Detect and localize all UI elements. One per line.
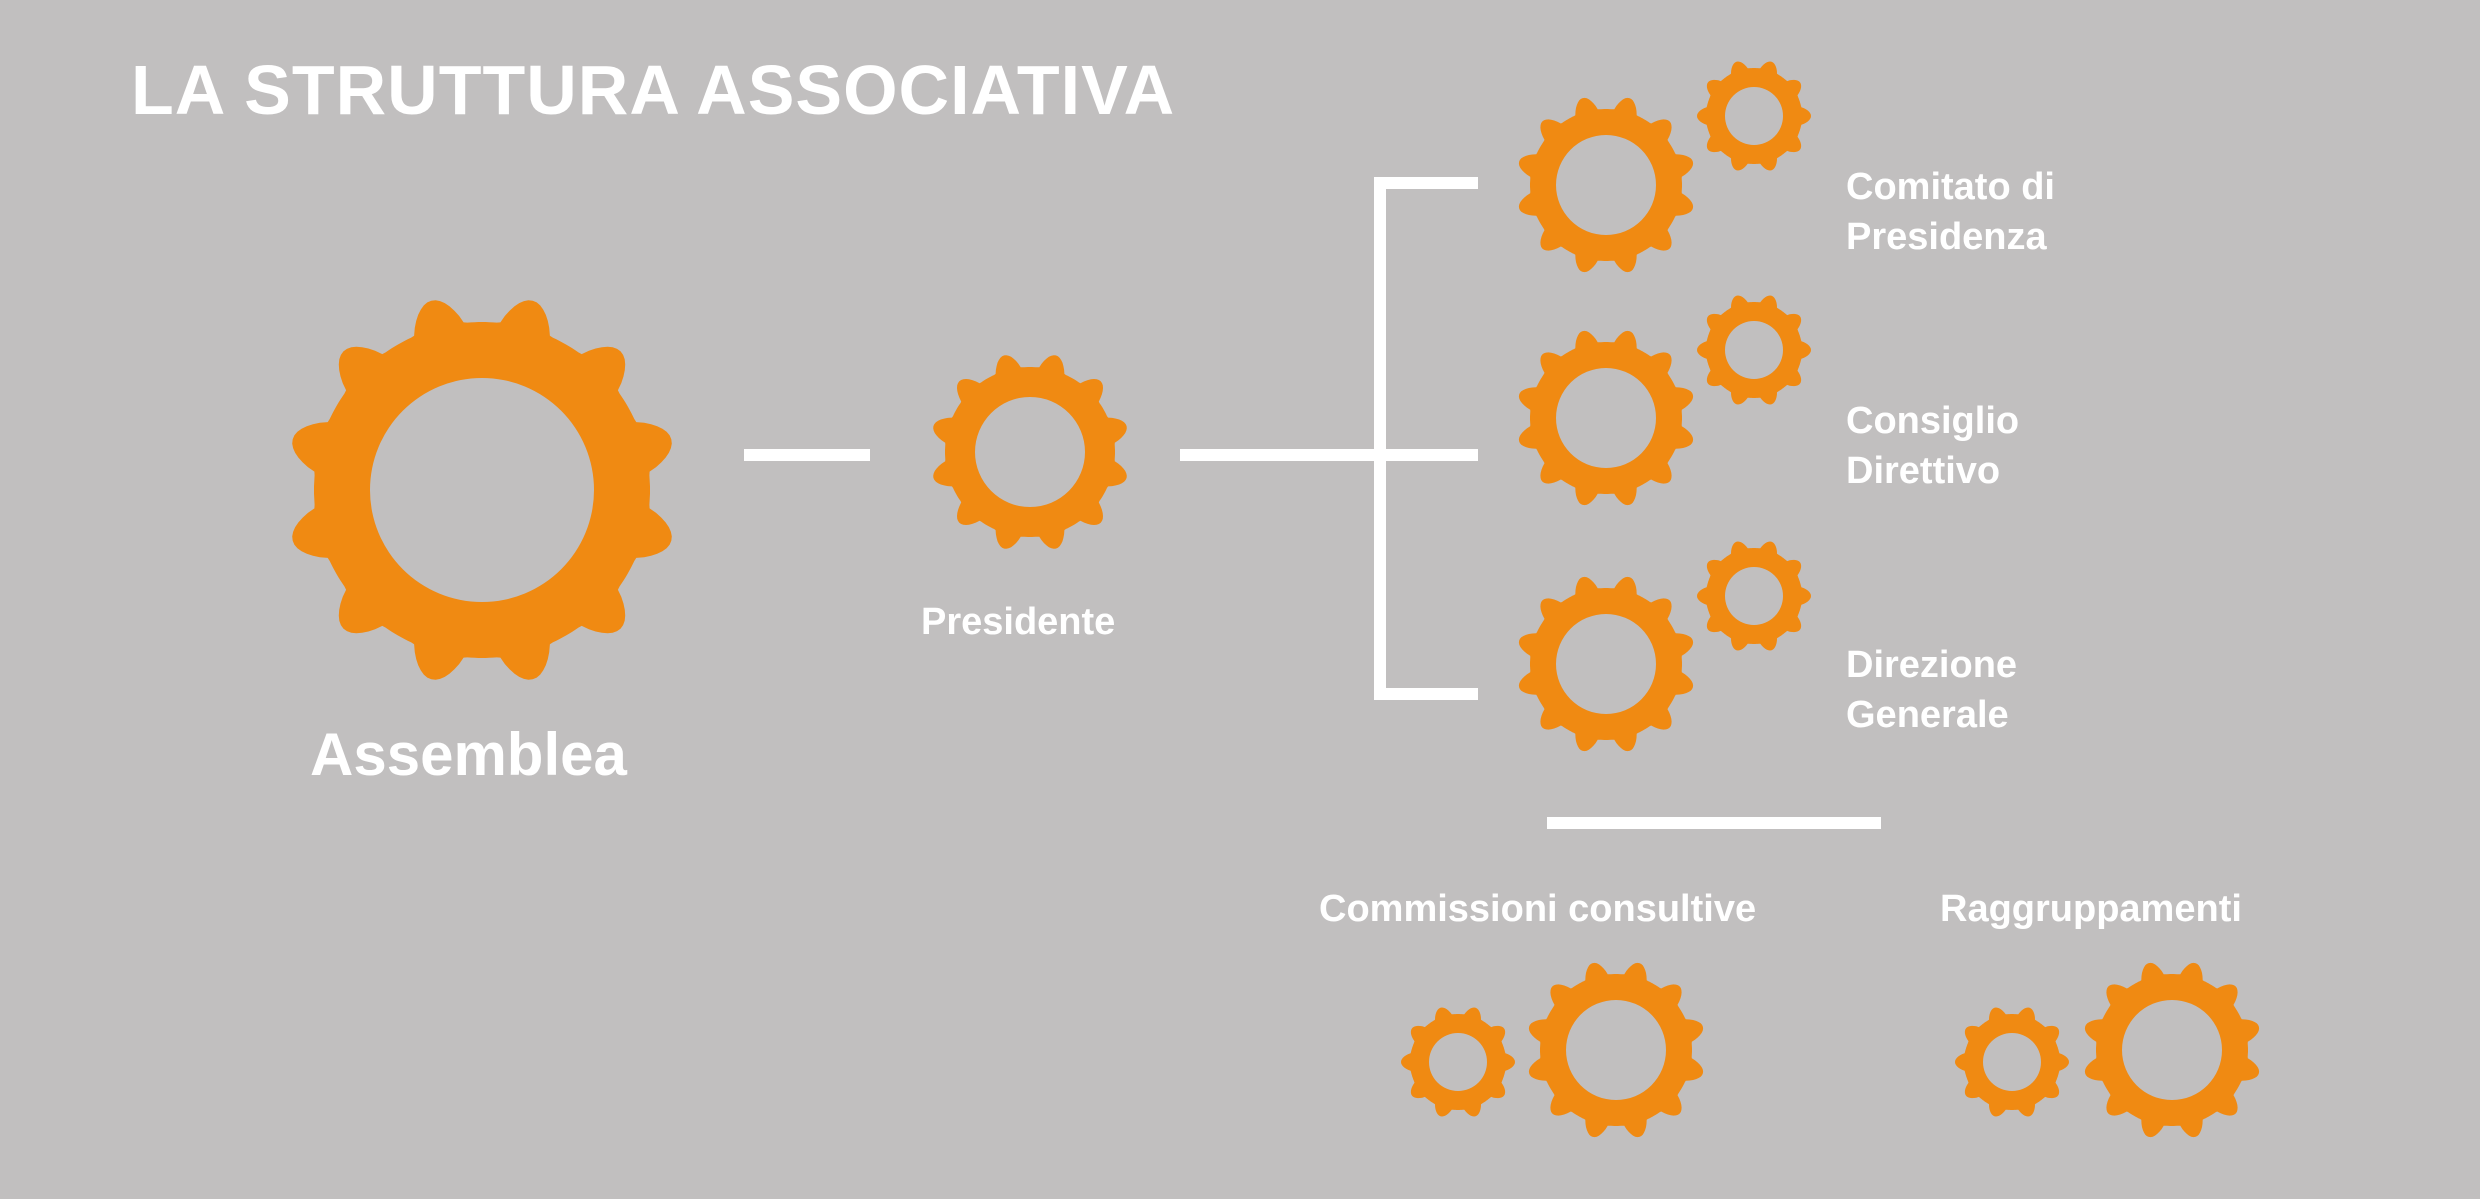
comitato-label-line1: Comitato di bbox=[1846, 166, 2055, 208]
comitato-gear-icon-small bbox=[1697, 61, 1811, 171]
commissioni-gear-icon-large bbox=[1528, 962, 1704, 1138]
consiglio-gear-icon-large bbox=[1518, 330, 1694, 506]
comitato-label-line2: Presidenza bbox=[1846, 216, 2047, 258]
comitato-label: Comitato di Presidenza bbox=[1846, 162, 2055, 262]
consiglio-label-line1: Consiglio bbox=[1846, 400, 2020, 442]
presidente-gear-icon bbox=[933, 355, 1127, 549]
direzione-label: Direzione Generale bbox=[1846, 640, 2017, 740]
direzione-label-line2: Generale bbox=[1846, 694, 2009, 736]
direzione-gear-icon-small bbox=[1697, 541, 1811, 651]
consiglio-label: Consiglio Direttivo bbox=[1846, 396, 2019, 496]
direzione-gear-icon-large bbox=[1518, 576, 1694, 752]
commissioni-gear-icon-small bbox=[1401, 1007, 1515, 1117]
raggruppamenti-gear-icon-large bbox=[2084, 962, 2260, 1138]
consiglio-label-line2: Direttivo bbox=[1846, 450, 2001, 492]
assemblea-gear-icon bbox=[292, 300, 672, 680]
raggruppamenti-label: Raggruppamenti bbox=[1940, 888, 2242, 930]
bracket-connector bbox=[1374, 177, 1478, 700]
assemblea-label: Assemblea bbox=[310, 721, 627, 788]
direzione-label-line1: Direzione bbox=[1846, 644, 2018, 686]
comitato-gear-icon-large bbox=[1518, 97, 1694, 273]
presidente-label: Presidente bbox=[921, 601, 1116, 643]
consiglio-gear-icon-small bbox=[1697, 295, 1811, 405]
commissioni-label: Commissioni consultive bbox=[1319, 888, 1757, 930]
connector-lines bbox=[744, 177, 1881, 829]
raggruppamenti-gear-icon-small bbox=[1955, 1007, 2069, 1117]
page-title: LA STRUTTURA ASSOCIATIVA bbox=[131, 51, 1176, 129]
